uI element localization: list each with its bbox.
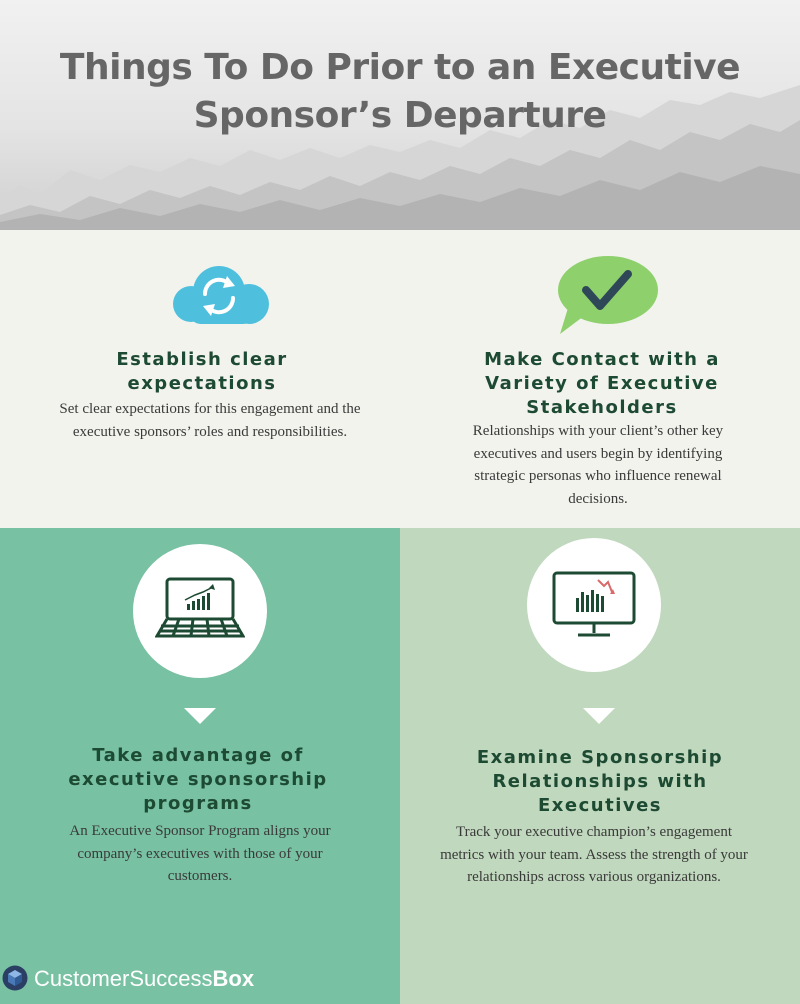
icon-circle	[133, 544, 267, 678]
card-heading: Take advantage of executive sponsorship …	[68, 745, 328, 814]
card-establish-expectations: Establish clear expectations Set clear e…	[0, 230, 404, 528]
card-examine-relationships: Examine Sponsorship Relationships with E…	[400, 528, 800, 1004]
card-heading: Examine Sponsorship Relationships with E…	[476, 747, 724, 816]
down-arrow-icon	[184, 708, 216, 724]
card-body: Relationships with your client’s other k…	[472, 423, 724, 507]
card-make-contact: Make Contact with a Variety of Executive…	[404, 230, 800, 528]
page-title: Things To Do Prior to an Executive Spons…	[59, 47, 741, 136]
card-sponsorship-programs: Take advantage of executive sponsorship …	[0, 528, 400, 1004]
card-body: Set clear expectations for this engageme…	[59, 401, 361, 440]
card-heading: Make Contact with a Variety of Executive…	[484, 349, 720, 418]
laptop-growth-chart-icon	[155, 577, 245, 638]
brand-name: CustomerSuccessBox	[34, 966, 255, 991]
checkmark-speech-bubble-icon	[558, 256, 658, 334]
forest-background-image	[0, 85, 800, 230]
card-body: An Executive Sponsor Program aligns your…	[69, 823, 331, 884]
cube-logo-icon	[2, 965, 28, 991]
card-body: Track your executive champion’s engageme…	[440, 824, 748, 885]
hero-banner: Things To Do Prior to an Executive Spons…	[0, 0, 800, 230]
down-arrow-icon	[583, 708, 615, 724]
card-heading: Establish clear expectations	[116, 349, 288, 394]
brand-logo: CustomerSuccessBox	[0, 963, 270, 995]
cloud-sync-icon	[173, 266, 269, 324]
monitor-decline-chart-icon	[552, 571, 636, 637]
